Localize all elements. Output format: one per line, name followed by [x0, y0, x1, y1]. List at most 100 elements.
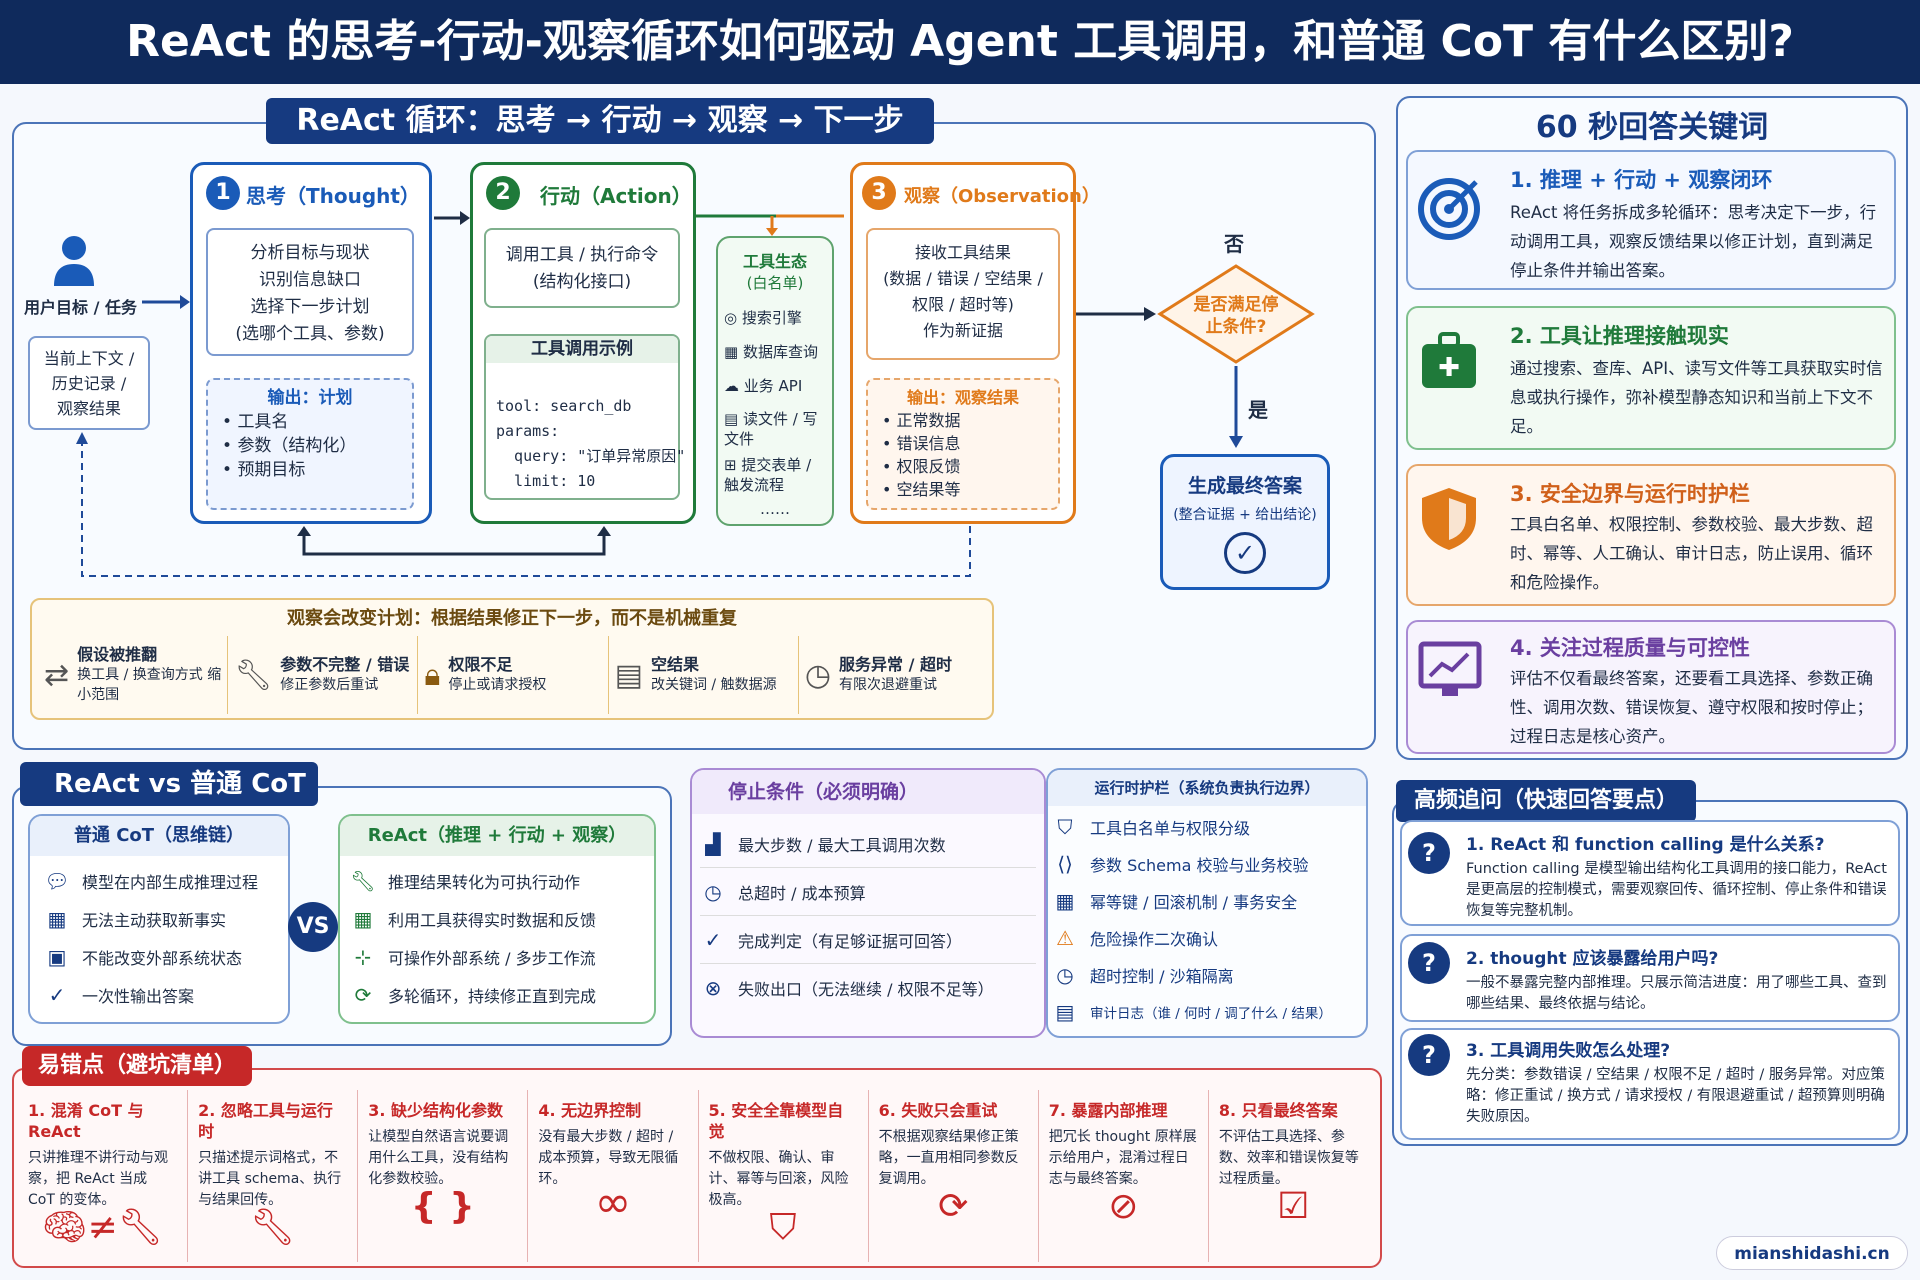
react-item: 🔧︎ 推理结果转化为可执行动作: [350, 862, 650, 900]
faq-card-1: 1. ReAct 和 function calling 是什么关系?Functi…: [1400, 820, 1900, 926]
clock-icon: ◷: [704, 879, 722, 904]
tools-more: ……: [760, 500, 790, 518]
clock-icon: ◷: [1056, 962, 1074, 987]
react-item: ⊹可操作外部系统 / 多步工作流: [350, 938, 650, 976]
guard-item-label: 审计日志（谁 / 何时 / 调了什么 / 结果）: [1090, 1005, 1332, 1022]
chat-bubble-icon: 💬︎: [44, 869, 70, 893]
faq-question: 2. thought 应该暴露给用户吗?: [1466, 949, 1719, 969]
tool-item-form: ⊞ 提交表单 / 触发流程: [724, 455, 826, 495]
guard-item: ⟨⟩ 参数 Schema 校验与业务校验: [1052, 845, 1364, 882]
cot-item-label: 不能改变外部系统状态: [82, 949, 243, 968]
stop-item: ◷ 总超时 / 成本预算: [700, 868, 1036, 916]
react-item-label: 推理结果转化为可执行动作: [388, 873, 581, 892]
database-icon: ▦: [1055, 888, 1075, 913]
code-icon: ⟨⟩: [1057, 851, 1073, 876]
react-item: ▦利用工具获得实时数据和反馈: [350, 900, 650, 938]
plus-icon: ⊞: [724, 456, 737, 474]
decision-no: 否: [1224, 232, 1244, 256]
key-title-3: 3. 安全边界与运行时护栏: [1510, 482, 1750, 506]
tool-item-search: ◎ 搜索引擎: [724, 301, 826, 335]
clipboard-check-icon: ☑: [1277, 1186, 1310, 1227]
tool-label: 搜索引擎: [741, 309, 802, 327]
cot-item: ▣ 不能改变外部系统状态: [44, 938, 284, 976]
question-icon: ?: [1408, 942, 1450, 984]
action-line: 调用工具 / 执行命令: [505, 245, 659, 265]
arrow-user-to-thought: [142, 295, 190, 309]
stop-item-label: 完成判定（有足够证据可回答）: [738, 931, 963, 951]
key-desc-3: 工具白名单、权限控制、参数校验、最大步数、超时、幂等、人工确认、审计日志，防止误…: [1510, 515, 1873, 592]
mistake-desc: 把冗长 thought 原样展示给用户，混淆过程日志与最终答案。: [1048, 1129, 1197, 1187]
target-icon: [1416, 176, 1482, 246]
action-line: (结构化接口): [532, 272, 632, 292]
keywords-header: 60 秒回答关键词: [1535, 110, 1769, 145]
adjust-item-desc: 换工具 / 换查询方式 缩小范围: [77, 667, 222, 703]
faq-card-2: 2. thought 应该暴露给用户吗?一般不暴露完整内部推理。只展示简洁进度：…: [1400, 934, 1900, 1022]
tool-item-api: ☁ 业务 API: [724, 369, 826, 403]
guard-title: 运行时护栏（系统负责执行边界）: [1048, 770, 1366, 806]
guard-item-label: 参数 Schema 校验与业务校验: [1090, 855, 1309, 875]
observation-line: 权限 / 超时等): [912, 295, 1014, 314]
adjust-strip: [30, 598, 994, 720]
stop-item-label: 总超时 / 成本预算: [738, 883, 866, 903]
mistake-desc: 让模型自然语言说要调用什么工具，没有结构化参数校验。: [368, 1129, 509, 1187]
tool-label: 数据库查询: [742, 343, 818, 361]
thought-title: 思考（Thought）: [246, 184, 420, 208]
key-card-2: [1406, 306, 1896, 450]
stop-item: ⊗失败出口（无法继续 / 权限不足等）: [700, 964, 1036, 1012]
page-title: ReAct 的思考-行动-观察循环如何驱动 Agent 工具调用，和普通 CoT…: [0, 0, 1920, 84]
swap-icon: ⇄: [44, 657, 70, 693]
adjust-item-title: 服务异常 / 超时: [839, 655, 952, 674]
guard-item: ▤审计日志（谁 / 何时 / 调了什么 / 结果）: [1052, 993, 1364, 1030]
cot-title: 普通 CoT（思维链）: [30, 816, 288, 856]
user-icon: [52, 234, 96, 290]
wrench-icon: 🔧︎: [249, 1207, 296, 1248]
guard-item-label: 危险操作二次确认: [1090, 929, 1219, 949]
observation-line: 接收工具结果: [914, 243, 1011, 262]
adjust-item: ⇄假设被推翻换工具 / 换查询方式 缩小范围: [38, 636, 229, 714]
cot-item: ✓一次性输出答案: [44, 976, 284, 1014]
adjust-item-desc: 修正参数后重试: [280, 677, 379, 693]
tools-title: 工具生态: [742, 252, 807, 271]
vs-header: ReAct vs 普通 CoT: [20, 762, 318, 806]
adjust-item-title: 空结果: [650, 655, 699, 674]
thought-output-item: 参数（结构化）: [222, 434, 398, 458]
thought-output-title: 输出：计划: [267, 388, 353, 408]
mistake-item: 2. 忽略工具与运行时只描述提示词格式，不讲工具 schema、执行与结果回传。…: [188, 1090, 359, 1262]
final-answer-card: 生成最终答案 (整合证据 + 给出结论) ✓: [1160, 454, 1330, 590]
tool-label: 读文件 / 写文件: [724, 410, 818, 448]
action-title: 行动（Action）: [540, 184, 692, 208]
warning-icon: ⚠: [1056, 925, 1074, 950]
adjust-items: ⇄假设被推翻换工具 / 换查询方式 缩小范围 🔧︎参数不完整 / 错误修正参数后…: [38, 636, 988, 714]
mistake-title: 8. 只看最终答案: [1218, 1101, 1338, 1120]
final-subtitle: (整合证据 + 给出结论): [1173, 507, 1317, 523]
cot-item-label: 一次性输出答案: [82, 987, 195, 1006]
faq-question: 1. ReAct 和 function calling 是什么关系?: [1466, 835, 1825, 855]
observation-body: 接收工具结果 (数据 / 错误 / 空结果 / 权限 / 超时等) 作为新证据: [866, 228, 1060, 360]
observation-output-item: 权限反馈: [882, 455, 1044, 478]
footer-site[interactable]: mianshidashi.cn: [1716, 1236, 1908, 1270]
terminal-icon: ▣: [47, 945, 67, 969]
brain-not-wrench-icon: 🧠︎≠🔧︎: [41, 1207, 164, 1248]
react-item-label: 可操作外部系统 / 多步工作流: [388, 949, 596, 968]
tools-card: 工具生态 (白名单) ◎ 搜索引擎 ▦ 数据库查询 ☁ 业务 API ▤ 读文件…: [716, 236, 834, 526]
example-line: limit: 10: [496, 472, 596, 490]
observation-badge: 3: [862, 176, 896, 210]
example-line: query: "订单异常原因": [496, 447, 686, 465]
lock-icon: 🔒︎: [424, 657, 441, 693]
stop-title: 停止条件（必须明确）: [692, 770, 1044, 814]
observation-line: 作为新证据: [922, 321, 1003, 340]
mistake-title: 7. 暴露内部推理: [1048, 1101, 1168, 1120]
context-line: 当前上下文 /: [43, 349, 135, 368]
clock-icon: ◷: [804, 657, 831, 693]
arrow-thought-to-action: [434, 211, 470, 225]
guard-item-label: 工具白名单与权限分级: [1090, 818, 1251, 838]
observation-line: (数据 / 错误 / 空结果 /: [883, 269, 1043, 288]
cot-item-label: 模型在内部生成推理过程: [82, 873, 259, 892]
observation-title: 观察（Observation）: [904, 186, 1100, 207]
example-line: tool: search_db: [496, 397, 632, 415]
shield-icon: [1418, 484, 1480, 558]
mistake-title: 6. 失败只会重试: [878, 1101, 998, 1120]
wrench-icon: 🔧︎: [350, 869, 376, 893]
adjust-item-desc: 有限次退避重试: [839, 677, 937, 693]
